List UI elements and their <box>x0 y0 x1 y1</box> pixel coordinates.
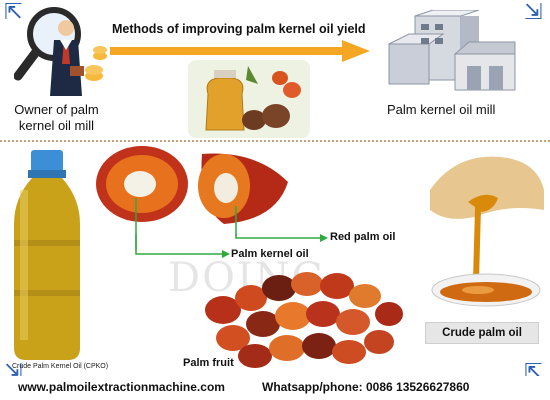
corner-arrow-icon: ⇲ <box>524 0 543 25</box>
bottle-icon <box>14 150 80 360</box>
divider <box>0 140 550 142</box>
palm-fruit-pile <box>205 272 403 368</box>
factory-icon <box>388 10 516 91</box>
palm-kernel-oil-label: Palm kernel oil <box>231 248 309 260</box>
pointer-lines <box>135 234 328 258</box>
website-link[interactable]: www.palmoilextractionmachine.com <box>18 380 225 394</box>
contact-info: Whatsapp/phone: 0086 13526627860 <box>262 380 470 394</box>
crude-palm-oil-illustration <box>430 156 544 307</box>
businessman-icon <box>50 20 84 96</box>
coins-icon <box>85 46 107 81</box>
cpko-label: Crude Palm Kernel Oil (CPKO) <box>12 363 109 370</box>
kernel-oil-jar-illustration <box>188 60 310 138</box>
footer-bar <box>0 376 550 400</box>
crude-palm-oil-label: Crude palm oil <box>425 322 539 344</box>
palm-fruit-cross-section <box>96 146 288 250</box>
corner-arrow-icon: ⇱ <box>4 0 23 25</box>
flow-arrow-icon <box>110 40 370 62</box>
page-title: Methods of improving palm kernel oil yie… <box>112 22 366 36</box>
mill-label: Palm kernel oil mill <box>387 102 496 117</box>
palm-fruit-label: Palm fruit <box>183 357 234 369</box>
owner-illustration <box>14 7 107 96</box>
red-palm-oil-label: Red palm oil <box>330 231 396 243</box>
owner-label: Owner of palm kernel oil mill <box>14 102 99 133</box>
